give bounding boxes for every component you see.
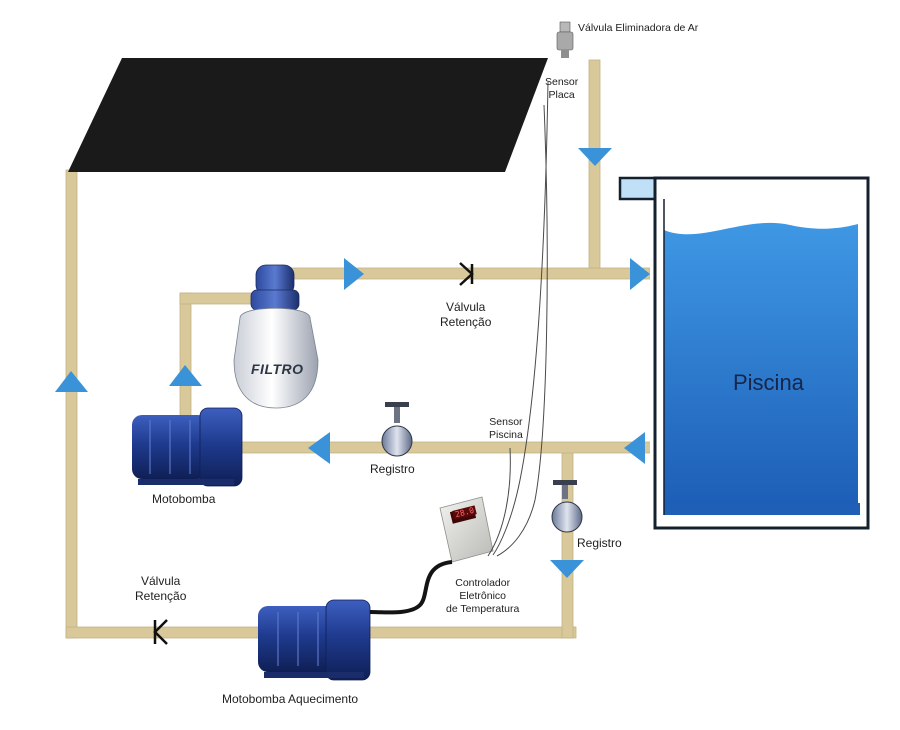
sensor-pool-label: Sensor Piscina [489,416,523,442]
filter-tank [233,264,319,409]
registro-right-label: Registro [577,536,622,550]
check-valve-top-label-line2: Retenção [440,315,492,329]
sensor-plate-label: Sensor Placa [545,76,578,102]
check-valve-top-label-line1: Válvula [446,300,486,314]
check-valve-top-icon [459,262,474,286]
pipe-suction [234,441,671,454]
arrow-right-icon [630,258,650,290]
arrow-up-icon [169,365,202,386]
pipe-top-return [279,267,651,280]
motobomba-label: Motobomba [152,492,216,506]
check-valve-top-label: Válvula Retenção [440,300,491,330]
registro-mid-label: Registro [370,462,415,476]
arrow-left-icon [624,432,645,464]
pool-water [664,222,858,504]
controller-label: Controlador Eletrônico de Temperatura [446,577,519,616]
check-valve-bottom-icon [153,619,168,645]
pipe-panel-outlet [588,59,601,273]
controller-label-line1: Controlador [455,577,511,589]
check-valve-bottom-label-line1: Válvula [141,574,181,588]
registro-valve-right-icon [551,480,583,533]
sensor-plate-label-line1: Sensor [545,76,579,88]
air-valve-label: Válvula Eliminadora de Ar [578,22,699,34]
sensor-pool-label-line2: Piscina [489,429,523,441]
check-valve-bottom-label-line2: Retenção [135,589,187,603]
sensor-wires [487,81,549,557]
pool-label: Piscina [733,370,804,395]
sensor-plate-label-line2: Placa [548,89,575,101]
motobomba-pump-icon [132,407,243,487]
controller-label-line2: Eletrônico [459,590,507,602]
arrow-right-icon [344,258,364,290]
controller-label-line3: de Temperatura [446,603,520,615]
pool [618,176,870,530]
check-valve-bottom-label: Válvula Retenção [135,574,186,604]
air-valve-icon [556,21,574,58]
pipe-filter-inlet-horizontal [179,292,257,305]
pipe-right-vertical-lower [561,447,574,639]
arrow-up-icon [55,371,88,392]
registro-valve-mid-icon [381,402,413,457]
pipe-filter-inlet-vertical [179,292,192,419]
solar-panel [68,58,548,172]
pipe-left-vertical [65,169,78,639]
arrow-down-icon [550,560,584,578]
power-cable [369,560,453,615]
motobomba-aquecimento-pump-icon [258,599,371,681]
flow-arrows [55,148,650,578]
filter-label: FILTRO [251,361,304,377]
motobomba-heating-label: Motobomba Aquecimento [222,692,359,706]
sensor-pool-label-line1: Sensor [489,416,523,428]
arrow-down-icon [578,148,612,166]
arrow-left-icon [308,432,330,464]
